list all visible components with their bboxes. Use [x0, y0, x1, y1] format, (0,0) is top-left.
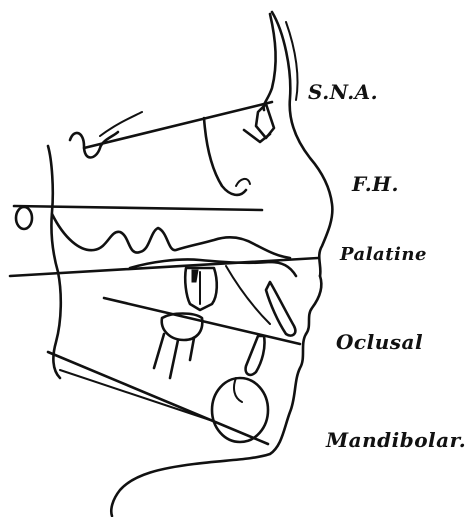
- porion-ring: [16, 207, 32, 229]
- mandibular-plane-line: [48, 352, 268, 444]
- sella-turcica-outline: [204, 118, 246, 195]
- upper-molar-crown: [185, 268, 217, 310]
- lower-incisor: [246, 336, 265, 375]
- maxilla-anterior-line: [226, 266, 270, 324]
- palatal-wavy-contour: [52, 214, 290, 258]
- nasal-notch: [244, 130, 270, 142]
- lower-lip-chin-profile: [111, 334, 306, 516]
- frontal-inner-line: [264, 14, 276, 110]
- symphysis-inner: [234, 378, 242, 402]
- palatine-label: Palatine: [340, 244, 427, 265]
- upper-molar-shading: [192, 270, 198, 282]
- cranial-upper-line: [100, 112, 142, 136]
- upper-lip-profile: [306, 276, 321, 334]
- frontal-nasal-profile-outline: [272, 12, 332, 276]
- sna-reference-line: [84, 102, 272, 148]
- occlusal-label: Oclusal: [336, 330, 423, 354]
- mandibular-label: Mandibolar.: [326, 428, 466, 452]
- upper-incisor: [266, 282, 295, 336]
- sna-label: S.N.A.: [308, 80, 378, 104]
- frankfort-horizontal-label: F.H.: [352, 172, 399, 196]
- cranial-base-outline: [48, 146, 61, 378]
- mandibular-lower-line: [60, 370, 210, 420]
- orbit-outline: [236, 179, 250, 186]
